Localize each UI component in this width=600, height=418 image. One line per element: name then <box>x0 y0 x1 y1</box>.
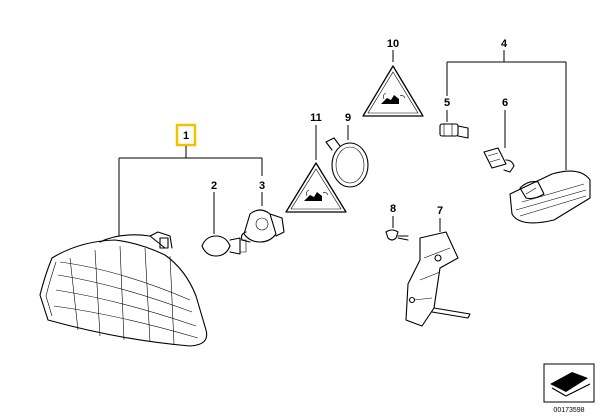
callout-10-label[interactable]: 10 <box>387 38 399 50</box>
callout-8-label[interactable]: 8 <box>390 203 396 215</box>
bracket-7 <box>405 231 471 327</box>
callout-5-label[interactable]: 5 <box>444 97 450 109</box>
callout-7-label[interactable]: 7 <box>437 205 443 217</box>
callout-9-label[interactable]: 9 <box>345 112 351 124</box>
callout-1-label: 1 <box>183 130 189 142</box>
callout-1[interactable]: 1 <box>175 123 197 147</box>
callout-2-label[interactable]: 2 <box>211 180 217 192</box>
bulb-6 <box>483 147 515 173</box>
catalog-arrow-icon <box>543 363 595 403</box>
bulb-2 <box>201 235 247 257</box>
callout-4-label[interactable]: 4 <box>501 38 508 50</box>
bulb-socket-3 <box>240 209 285 243</box>
warning-triangle-icon <box>285 162 347 213</box>
warning-triangle-icon <box>362 65 424 117</box>
callout-6-label[interactable]: 6 <box>502 97 508 109</box>
side-marker-lamp <box>509 170 591 224</box>
callout-11-label[interactable]: 11 <box>310 112 322 124</box>
catalog-number: 00173598 <box>553 407 584 414</box>
callout-3-label[interactable]: 3 <box>259 180 265 192</box>
callout-1-highlight <box>175 123 197 147</box>
clip-8 <box>385 229 409 241</box>
gasket-ring <box>325 137 369 188</box>
callout-1-leader <box>118 146 263 236</box>
bulb-5 <box>439 123 469 139</box>
callout-4-leader <box>446 50 567 170</box>
indicator-light-housing <box>39 231 208 347</box>
